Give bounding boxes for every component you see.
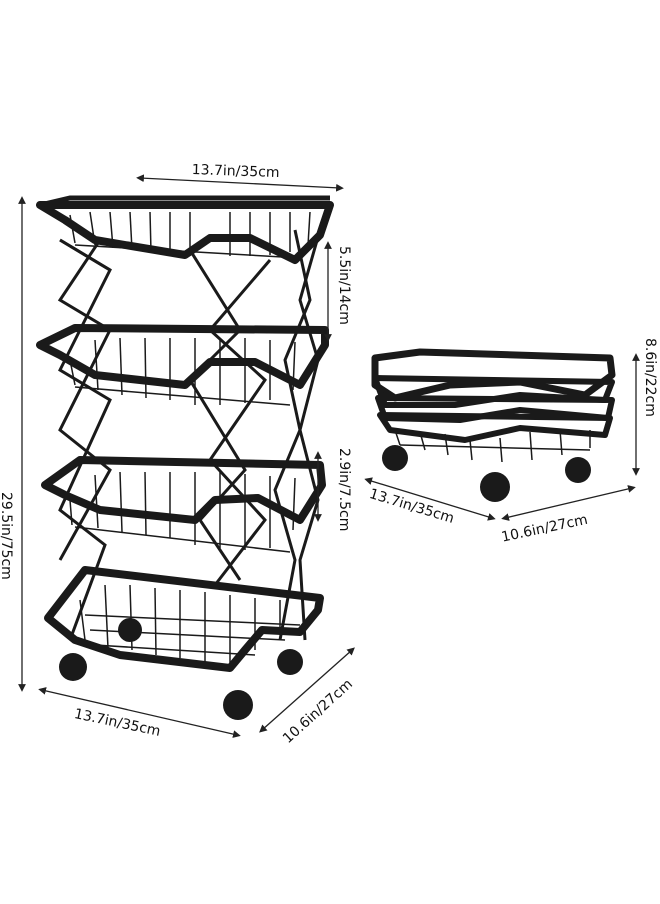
dim-label-folded-height: 8.6in/22cm	[642, 338, 658, 417]
base-width-line	[38, 687, 241, 738]
dim-label-tier-height: 5.5in/14cm	[336, 246, 352, 325]
wheel-icon	[565, 457, 591, 483]
top-width-line	[136, 174, 344, 192]
dim-label-total-height: 29.5in/75cm	[0, 492, 14, 580]
basket-tier-2	[36, 324, 329, 406]
scissor-frame	[57, 229, 322, 641]
wheel-icon	[223, 690, 253, 720]
dim-label-basket-depth: 2.9in/7.5cm	[336, 448, 352, 532]
basket-tier-3	[41, 456, 326, 553]
wheel-icon	[480, 472, 510, 502]
tall-cart	[36, 195, 334, 720]
basket-tier-1	[36, 195, 334, 264]
wheel-icon	[277, 649, 303, 675]
base-depth-line	[259, 647, 355, 733]
folded-width-line	[364, 477, 496, 521]
dim-label-top-width: 13.7in/35cm	[191, 162, 280, 182]
basket-tier-4	[44, 566, 324, 672]
wheel-icon	[118, 618, 142, 642]
wheel-icon	[59, 653, 87, 681]
dimension-lines	[18, 174, 640, 738]
wheel-icon	[382, 445, 408, 471]
folded-depth-line	[501, 485, 636, 521]
folded-cart	[371, 348, 616, 502]
